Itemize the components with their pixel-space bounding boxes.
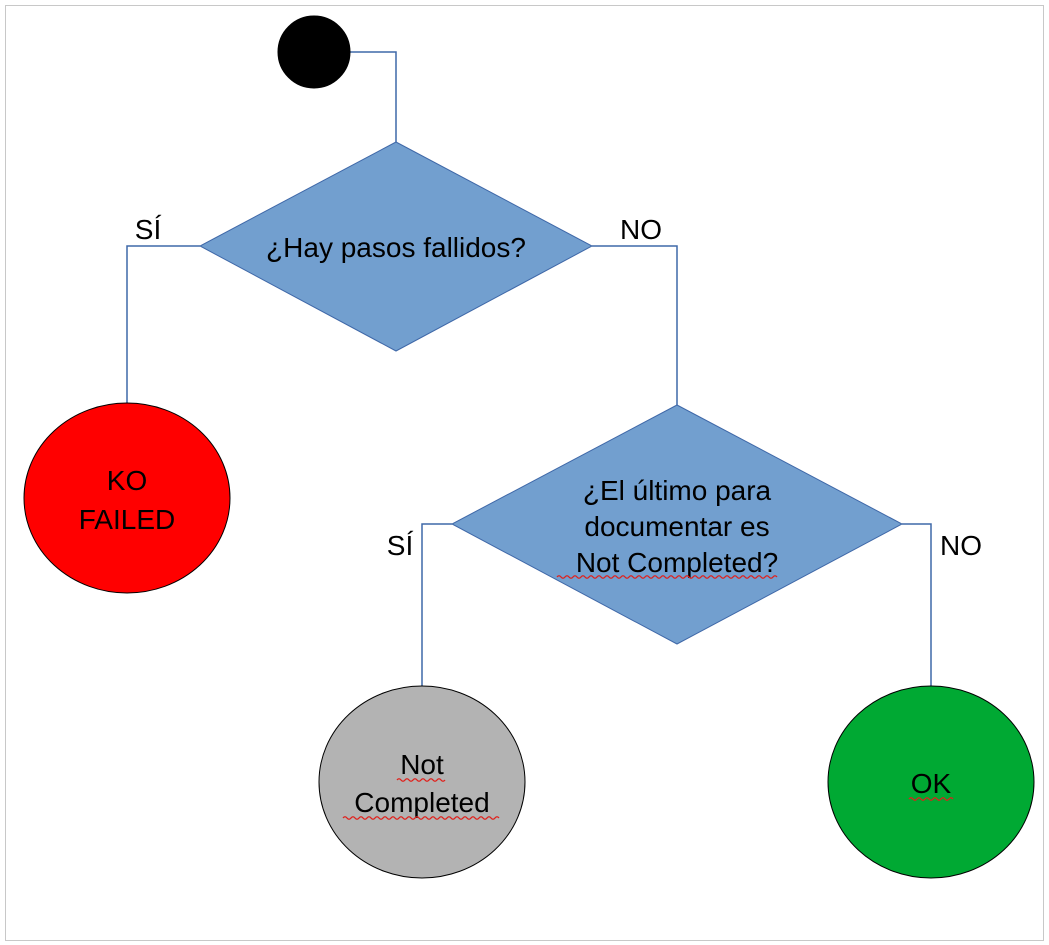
spellcheck-underline-not <box>396 778 446 782</box>
end-ko-failed-line2: FAILED <box>79 504 175 535</box>
spellcheck-underline-ok <box>908 797 954 801</box>
branch-label-decision2-no: NO <box>940 530 982 561</box>
decision-failed-steps-text: ¿Hay pasos fallidos? <box>266 232 526 263</box>
connector-decision1-yes <box>126 245 200 404</box>
branch-label-decision2-yes: SÍ <box>387 530 414 561</box>
connector-start-to-decision1 <box>350 51 397 142</box>
end-ok-text: OK <box>911 768 952 799</box>
decision-last-step-line1: ¿El último para <box>583 475 772 506</box>
end-ko-failed <box>23 402 231 594</box>
branch-label-decision1-yes: SÍ <box>135 214 162 245</box>
end-ko-failed-line1: KO <box>107 465 147 496</box>
end-not-completed-line2: Completed <box>354 787 489 818</box>
end-not-completed <box>318 685 526 879</box>
branch-label-decision1-no: NO <box>620 214 662 245</box>
decision-last-step-line3: Not Completed? <box>576 547 778 578</box>
spellcheck-underline-decision2 <box>556 575 778 579</box>
spellcheck-underline-completed <box>342 816 500 820</box>
end-ok <box>827 685 1035 879</box>
decision-last-step-line2: documentar es <box>584 511 769 542</box>
end-not-completed-line1: Not <box>400 749 444 780</box>
connector-decision2-no <box>902 523 932 688</box>
decision-failed-steps <box>198 141 594 352</box>
start-node <box>277 15 351 89</box>
decision-last-step-status <box>450 404 904 645</box>
connector-decision2-yes <box>421 523 452 688</box>
connector-decision1-no <box>592 245 678 405</box>
